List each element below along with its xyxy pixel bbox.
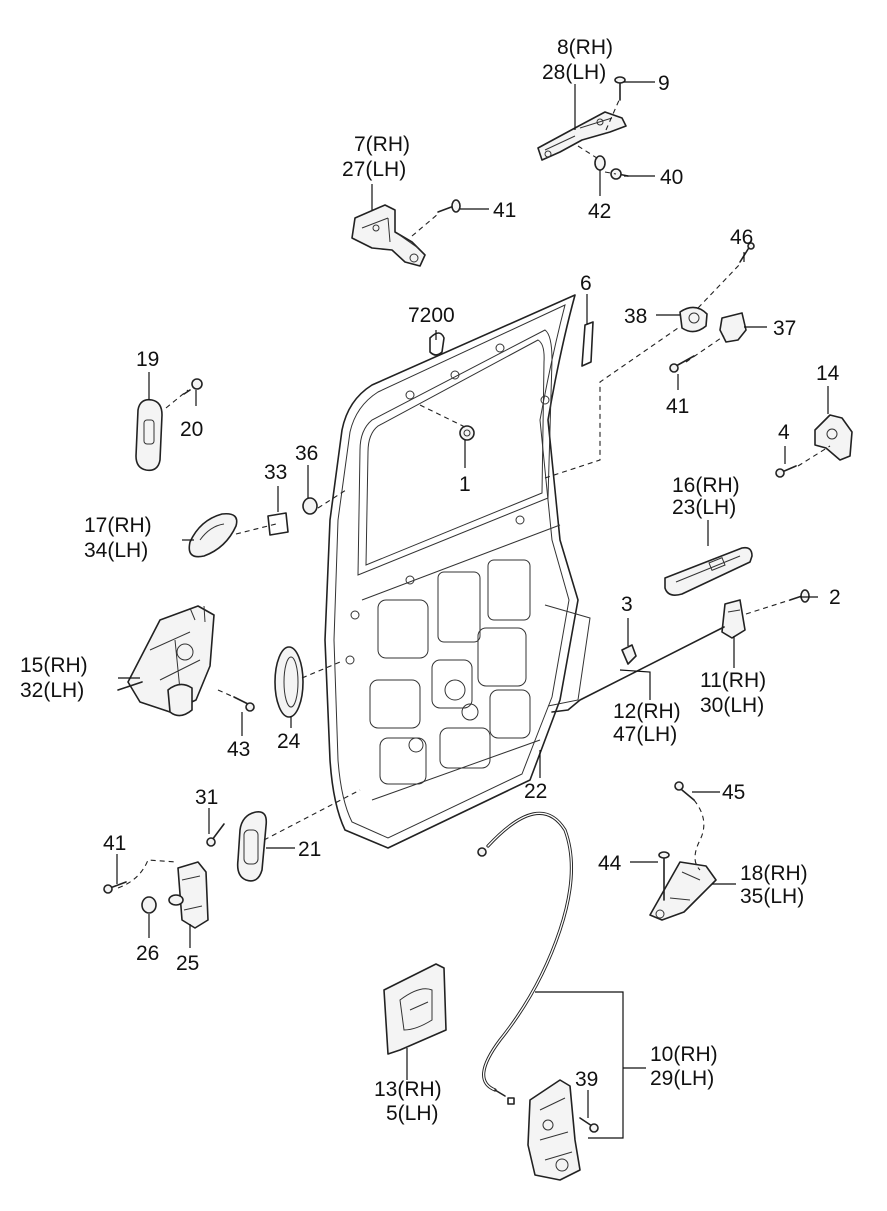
- stopper-19: [135, 398, 163, 472]
- screw-31: [206, 823, 225, 847]
- callout-20: 20: [180, 418, 203, 441]
- clip-1: [459, 425, 475, 441]
- callout-6: 6: [580, 272, 592, 295]
- callout-27: 27(LH): [342, 158, 406, 181]
- callout-22: 22: [524, 780, 547, 803]
- weatherstrip-tape-6: [581, 321, 594, 367]
- callout-10: 10(RH): [650, 1043, 718, 1066]
- garnish-16-23: [664, 546, 753, 596]
- callout-labels: 1 2 3 4 6 7200 7(RH) 27(LH) 8(RH) 28(LH)…: [20, 36, 841, 1125]
- callout-9: 9: [658, 72, 670, 95]
- callout-29: 29(LH): [650, 1067, 714, 1090]
- bolt-44: [658, 851, 670, 901]
- callout-44: 44: [598, 852, 622, 875]
- callout-12: 12(RH): [613, 700, 681, 723]
- callout-21: 21: [298, 838, 321, 861]
- callout-28: 28(LH): [542, 61, 606, 84]
- callout-31: 31: [195, 786, 218, 809]
- bolt-41-lower: [103, 881, 127, 894]
- callout-36: 36: [295, 442, 318, 465]
- leader-lines: [116, 81, 829, 1139]
- callout-18: 18(RH): [740, 862, 808, 885]
- callout-2: 2: [829, 586, 841, 609]
- callout-47: 47(LH): [613, 723, 677, 746]
- callout-41-lower: 41: [103, 832, 126, 855]
- roller-bracket-38: [679, 306, 708, 333]
- callout-7: 7(RH): [354, 133, 410, 156]
- callout-39: 39: [575, 1068, 598, 1091]
- callout-42: 42: [588, 200, 611, 223]
- callout-25: 25: [176, 952, 199, 975]
- callout-45: 45: [722, 781, 745, 804]
- callout-38: 38: [624, 305, 647, 328]
- outside-handle-21: [236, 810, 268, 882]
- callout-11: 11(RH): [700, 669, 766, 692]
- callout-41-upper: 41: [493, 199, 516, 222]
- upper-hinge-7-27: [351, 204, 426, 267]
- bolt-2: [789, 589, 810, 603]
- cover-37: [719, 312, 747, 343]
- callout-23: 23(LH): [672, 496, 736, 519]
- bolt-45: [674, 781, 695, 801]
- lock-bracket-11-30: [721, 599, 746, 639]
- callout-14: 14: [816, 362, 840, 385]
- callout-1: 1: [459, 473, 471, 496]
- callout-17: 17(RH): [84, 514, 152, 537]
- callout-37: 37: [773, 317, 796, 340]
- callout-24: 24: [277, 730, 301, 753]
- nut-40: [610, 168, 629, 180]
- striker-plate-25: [168, 861, 209, 929]
- bolt-39: [579, 1117, 599, 1133]
- callout-16: 16(RH): [672, 474, 740, 497]
- clip-3: [621, 644, 637, 665]
- callout-15: 15(RH): [20, 654, 88, 677]
- pad-33: [267, 512, 289, 536]
- callout-34: 34(LH): [84, 539, 148, 562]
- lock-rod-12-47: [551, 626, 725, 713]
- callout-35: 35(LH): [740, 885, 804, 908]
- inside-handle-13-5: [383, 963, 447, 1055]
- callout-3: 3: [621, 593, 633, 616]
- striker-14: [814, 414, 853, 461]
- callout-33: 33: [264, 461, 287, 484]
- grommet-24: [274, 646, 304, 718]
- rear-latch-assembly: [527, 1079, 581, 1181]
- bolt-46: [739, 242, 755, 263]
- callout-4: 4: [778, 421, 790, 444]
- bolt-4: [775, 465, 797, 478]
- callout-13: 13(RH): [374, 1078, 442, 1101]
- bolt-41-right: [669, 355, 695, 373]
- screw-20: [183, 378, 203, 395]
- callout-8: 8(RH): [557, 36, 613, 59]
- latch-assembly-15-32: [117, 605, 215, 717]
- screw-43: [233, 696, 255, 712]
- remote-cable-10-29: [477, 811, 574, 1105]
- door-panel-22: [324, 294, 591, 849]
- callout-43: 43: [227, 738, 250, 761]
- cable-18: [693, 799, 705, 871]
- hinge-bracket-8-28: [537, 111, 627, 161]
- bumper-36: [302, 497, 318, 515]
- callout-5: 5(LH): [386, 1102, 439, 1125]
- callout-41-right: 41: [666, 395, 689, 418]
- lower-bracket-18-35: [649, 861, 717, 921]
- callout-40: 40: [660, 166, 683, 189]
- bolt-41-upper: [437, 199, 461, 213]
- bumper-26: [141, 896, 157, 914]
- bolt-9: [614, 76, 626, 101]
- callout-7200: 7200: [408, 304, 455, 327]
- handle-bezel-17-34: [188, 512, 238, 558]
- dashed-connectors: [117, 97, 831, 889]
- label-tag-7200: [429, 332, 445, 356]
- callout-46: 46: [730, 226, 753, 249]
- callout-19: 19: [136, 348, 159, 371]
- callout-30: 30(LH): [700, 694, 764, 717]
- callout-26: 26: [136, 942, 159, 965]
- callout-32: 32(LH): [20, 679, 84, 702]
